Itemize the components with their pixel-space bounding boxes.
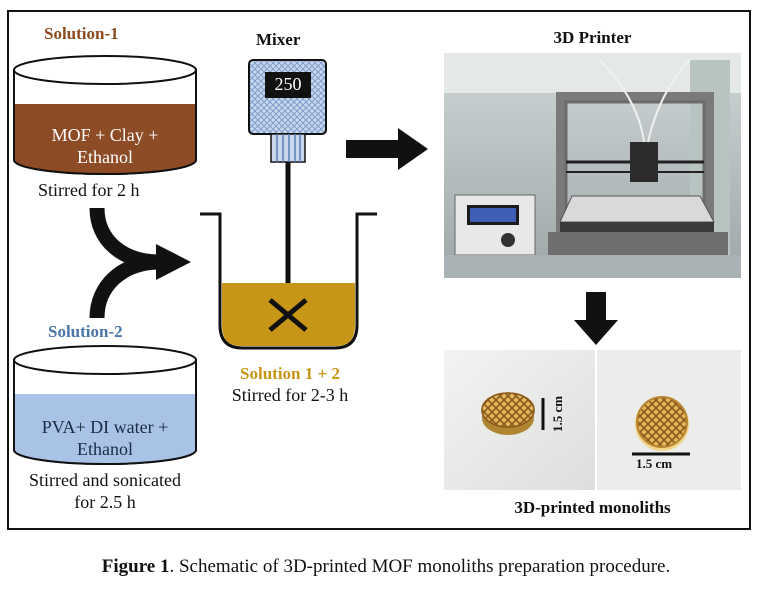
mixture-note: Stirred for 2-3 h — [231, 385, 349, 405]
solution2-title: Solution-2 — [48, 322, 123, 341]
figure-frame — [7, 10, 751, 530]
solution2-beaker — [13, 345, 197, 465]
mixer-display — [265, 72, 311, 98]
solution1-title: Solution-1 — [44, 24, 119, 43]
arrow-to-monoliths — [574, 292, 618, 345]
printer-photo — [444, 53, 741, 278]
solution1-content-line1: MOF + Clay + — [51, 125, 159, 145]
solution1-content-line2: Ethanol — [77, 147, 133, 167]
mixing-vessel — [200, 212, 377, 350]
monolith-scale-left: 1.5 cm — [550, 395, 565, 432]
solution2-note-line2: for 2.5 h — [74, 492, 136, 512]
monolith-photos — [444, 350, 741, 490]
solution2-content-line2: Ethanol — [77, 439, 133, 459]
solution1-note: Stirred for 2 h — [38, 180, 140, 200]
printer-title: 3D Printer — [553, 28, 632, 47]
figure-caption: Figure 1. Schematic of 3D-printed MOF mo… — [0, 556, 772, 578]
mixer-display-value: 250 — [274, 74, 302, 94]
solution1-liquid — [14, 104, 196, 174]
mixer-title: Mixer — [256, 30, 301, 49]
caption-text: . Schematic of 3D-printed MOF monoliths … — [169, 556, 671, 577]
solution1-beaker — [13, 55, 197, 175]
solution2-liquid — [14, 394, 196, 464]
mixture-title: Solution 1 + 2 — [240, 364, 340, 383]
monoliths-title: 3D-printed monoliths — [514, 498, 671, 517]
caption-label: Figure 1 — [101, 556, 170, 577]
arrow-to-printer — [346, 128, 428, 170]
monolith-scale-right: 1.5 cm — [636, 456, 673, 471]
solution2-content-line1: PVA+ DI water + — [41, 417, 169, 437]
mixer — [248, 59, 327, 315]
solution2-note-line1: Stirred and sonicated — [29, 470, 181, 490]
merge-arrow — [89, 207, 191, 319]
